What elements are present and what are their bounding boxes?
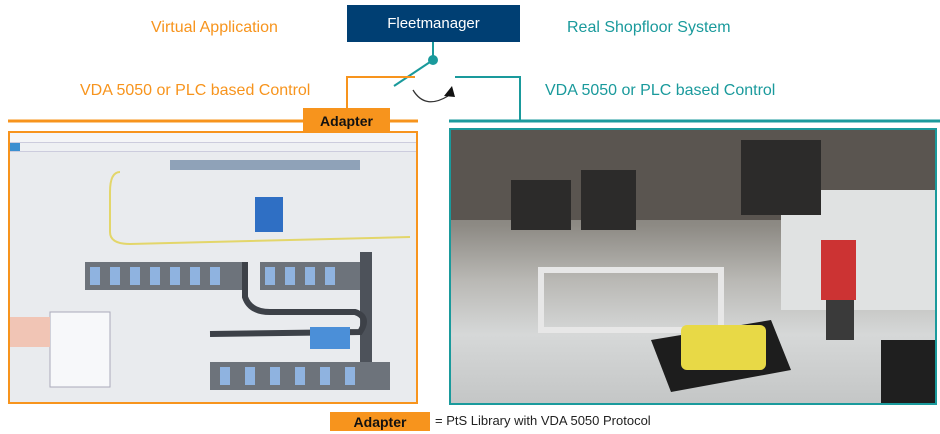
legend-text: = PtS Library with VDA 5050 Protocol [435, 413, 651, 428]
fleetmanager-box: Fleetmanager [347, 5, 520, 42]
real-control-label: VDA 5050 or PLC based Control [545, 82, 776, 99]
switch-arrow [412, 89, 449, 103]
shopfloor-photo [449, 128, 937, 405]
switch-arm [393, 59, 434, 87]
virtual-control-label: VDA 5050 or PLC based Control [80, 82, 311, 99]
real-shopfloor-title: Real Shopfloor System [567, 19, 731, 36]
simulation-screenshot [8, 131, 418, 404]
adapter-box: Adapter [303, 108, 390, 133]
legend-adapter-box: Adapter [330, 412, 430, 431]
virtual-application-title: Virtual Application [151, 19, 278, 36]
